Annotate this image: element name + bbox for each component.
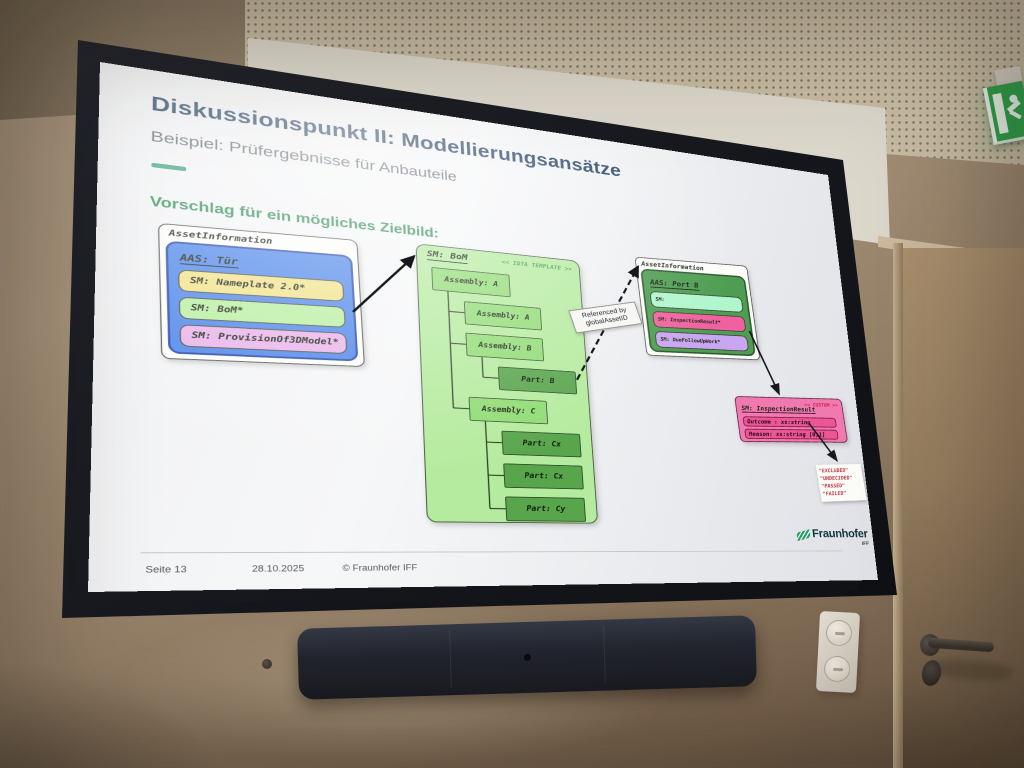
light-switch-top (825, 619, 853, 647)
soundbar-status-dot (523, 653, 532, 662)
light-switch-plate (815, 611, 861, 693)
light-switch-bottom (823, 655, 851, 683)
soundbar-seam (603, 625, 606, 684)
soundbar (297, 615, 757, 700)
door (903, 248, 1024, 768)
soundbar-seam (449, 630, 452, 689)
exit-door-glyph (992, 92, 1009, 134)
running-person-icon (1009, 109, 1022, 120)
wall-cable-outlet (262, 659, 272, 669)
corner-shadow (0, 660, 240, 768)
door-frame (893, 243, 903, 768)
